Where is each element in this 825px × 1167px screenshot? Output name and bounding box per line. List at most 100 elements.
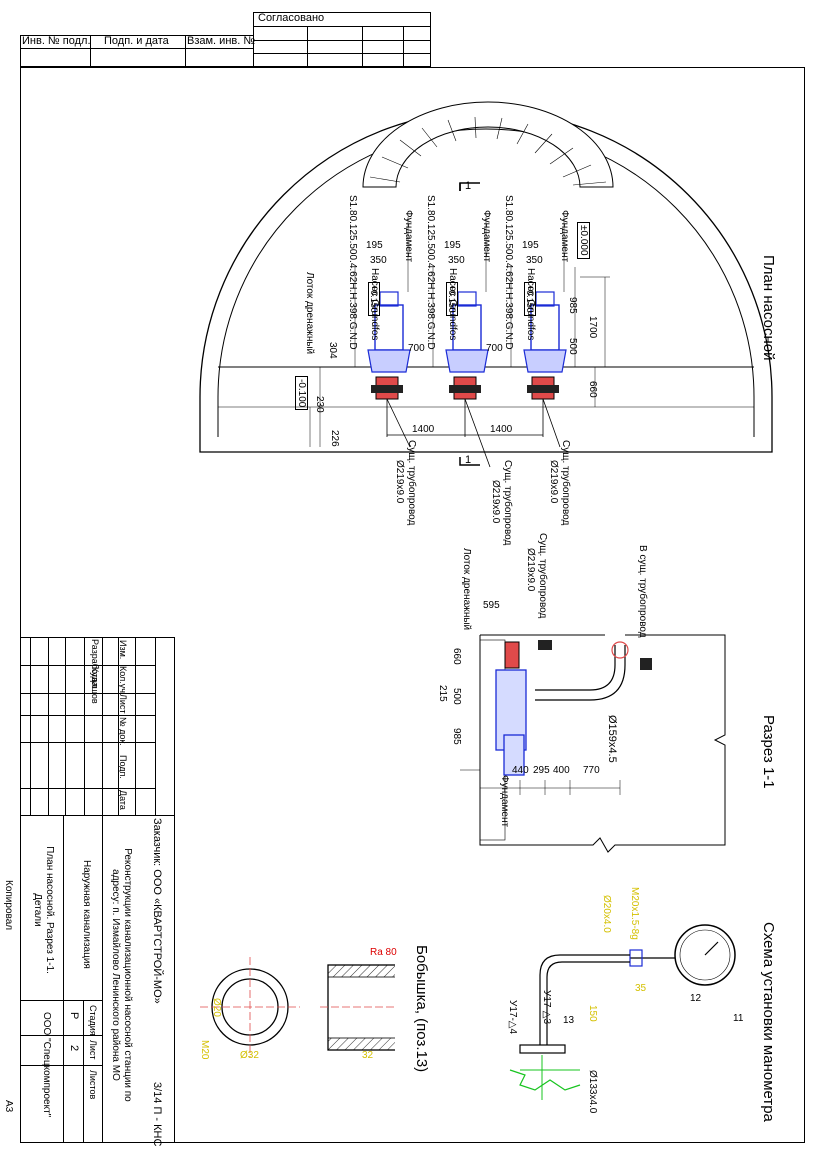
company-name: ООО "Спецкомпроект" <box>41 1012 52 1118</box>
replace-inv-label: Взам. инв. № <box>187 35 256 47</box>
sheet-label: Лист <box>88 1040 98 1060</box>
dim-660: 660 <box>587 381 598 398</box>
developer-name: Кудашов <box>90 667 100 704</box>
dim-1400-2: 1400 <box>490 424 513 435</box>
pump-room-plan: 1 1 <box>199 101 773 468</box>
boss-d32: Ø32 <box>240 1050 259 1061</box>
dim-226: 226 <box>329 430 340 447</box>
dim-985: 985 <box>567 297 578 314</box>
dim-1400-1: 1400 <box>412 424 435 435</box>
agreed-label: Согласовано <box>258 12 325 24</box>
pipe-diam-2: Ø219x9.0 <box>490 480 501 524</box>
foundation-label-3: Фундамент <box>559 210 570 263</box>
stage-label: Стадия <box>88 1005 98 1036</box>
sheet-value: 2 <box>68 1045 80 1052</box>
pipe-159-label: Ø159x4.5 <box>606 715 618 763</box>
pipe-diam-1: Ø219x9.0 <box>394 460 405 504</box>
sheets-label: Листов <box>88 1070 98 1100</box>
dim-350-1: 350 <box>370 255 387 266</box>
boss-m20: M20 <box>199 1040 210 1060</box>
dim-195-1: 195 <box>366 240 383 251</box>
dim-35: 35 <box>635 983 647 994</box>
plan-title: План насосной <box>760 255 777 361</box>
drain-tray-label: Лоток дренажный <box>304 272 315 355</box>
dim-1700: 1700 <box>587 316 598 339</box>
col-izm: Изм. <box>118 640 128 660</box>
pipe-diam-3: Ø219x9.0 <box>548 460 559 504</box>
dim-195-3: 195 <box>522 240 539 251</box>
pump-1 <box>367 291 411 400</box>
pos-11: 11 <box>733 1013 744 1024</box>
gauge-title: Схема установки манометра <box>760 922 777 1122</box>
col-date: Дата <box>118 790 128 810</box>
dim-150: 150 <box>587 1005 598 1022</box>
dim-500: 500 <box>567 338 578 355</box>
sheet-title: План насосной. Разрез 1-1. Детали <box>32 846 55 974</box>
roughness-label: Ra 80 <box>370 947 397 958</box>
section-drain-tray: Лоток дренажный <box>461 548 472 631</box>
dim-400: 400 <box>553 765 570 776</box>
level-plus-3: +0.150 <box>524 282 536 316</box>
section-name: Наружная канализация <box>81 860 92 969</box>
copied-label: Копировал <box>3 880 14 931</box>
section-existing-pipe: Сущ. трубопровод <box>537 533 548 619</box>
dim-500-section: 500 <box>451 688 462 705</box>
pipe133-label: Ø133x4.0 <box>587 1070 598 1114</box>
dim-215: 215 <box>437 685 448 702</box>
pump-model-2: S1.80.125.500.4.62H.H.398.G.N.D <box>425 195 436 350</box>
project-code: 3/14 П - КНС <box>151 1082 163 1147</box>
dim-770: 770 <box>583 765 600 776</box>
col-doc: № док. <box>118 717 128 746</box>
sign-date-label: Подп. и дата <box>104 35 169 47</box>
left-stamp-grid <box>20 35 254 67</box>
pipe20-label: Ø20x4.0 <box>601 895 612 933</box>
pos-13: 13 <box>563 1015 575 1026</box>
dim-295: 295 <box>533 765 550 776</box>
thread-label: M20x1.5-8g <box>629 887 640 940</box>
dim-660-section: 660 <box>451 648 462 665</box>
dim-350-2: 350 <box>448 255 465 266</box>
dim-595: 595 <box>483 600 500 611</box>
dim-350-3: 350 <box>526 255 543 266</box>
section-mark-top: 1 <box>465 180 471 192</box>
pump-3 <box>523 291 567 400</box>
dim-195-2: 195 <box>444 240 461 251</box>
into-pipe-label: В сущ. трубопровод <box>637 545 648 638</box>
pump-2 <box>445 291 489 400</box>
existing-pipe-label-3: Сущ. трубопровод <box>560 440 571 526</box>
drawing-frame <box>20 67 805 1143</box>
section-foundation: Фундамент <box>499 775 510 828</box>
col-list: Лист <box>118 694 128 714</box>
section-mark-bottom: 1 <box>465 454 471 466</box>
level-minus: -0.100 <box>295 376 308 411</box>
dim-440: 440 <box>512 765 529 776</box>
foundation-label-1: Фундамент <box>403 210 414 263</box>
pump-model-3: S1.80.125.500.4.62H.H.398.G.N.D <box>503 195 514 350</box>
level-zero: ±0.000 <box>577 222 590 259</box>
boss-title: Бобышка, (поз.13) <box>413 945 430 1073</box>
foundation-label-2: Фундамент <box>481 210 492 263</box>
existing-pipe-label-2: Сущ. трубопровод <box>502 460 513 546</box>
boss-d20: Ø20 <box>211 998 222 1017</box>
col-sign: Подп. <box>118 755 128 779</box>
customer-label: Заказчик: ООО «КВАРТСТРОЙ-МО» <box>151 818 163 1004</box>
col-kol: Кол.уч <box>118 666 128 693</box>
level-plus-2: +0.150 <box>446 282 458 316</box>
pump-model-1: S1.80.125.500.4.62H.H.398.G.N.D <box>347 195 358 350</box>
boss-detail-drawing <box>200 957 395 1057</box>
existing-pipe-label-1: Сущ. трубопровод <box>406 440 417 526</box>
section-pump <box>495 640 552 776</box>
weld2-label: У17-△4 <box>507 1000 518 1035</box>
dim-700-1: 700 <box>408 343 425 354</box>
pos-12: 12 <box>690 993 702 1004</box>
dim-985-section: 985 <box>451 728 462 745</box>
level-plus-1: +0.150 <box>368 282 380 316</box>
format-label: A3 <box>3 1100 14 1113</box>
project-name: Реконструкции канализационной насосной с… <box>110 848 133 1102</box>
dim-230: 230 <box>314 396 325 413</box>
boss-len: 32 <box>362 1050 374 1061</box>
stage-value: Р <box>68 1012 80 1020</box>
gauge-scheme-drawing <box>509 924 736 1100</box>
section-title: Разрез 1-1 <box>760 715 777 789</box>
dim-304: 304 <box>327 342 338 359</box>
